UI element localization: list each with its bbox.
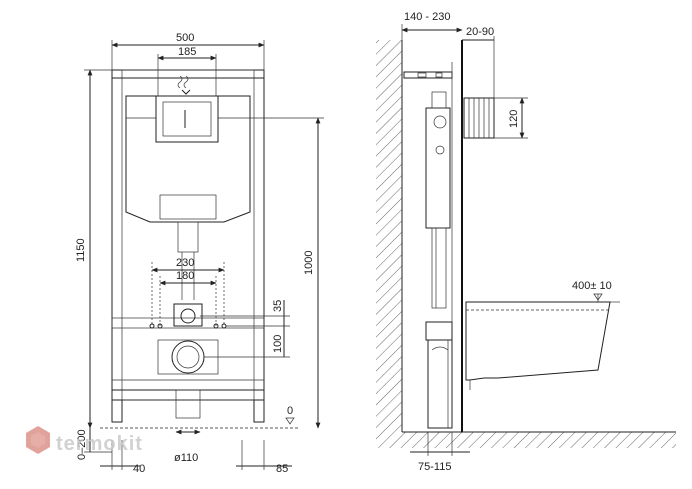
- dim-pipe-spacing-inner: 180: [176, 270, 194, 282]
- dim-drain-offset: 100: [272, 335, 284, 353]
- dim-base-depth: 75-115: [418, 461, 451, 473]
- side-view: 140 - 230 20-90 120 400± 10 75-115: [376, 11, 676, 473]
- dim-height-total: 1150: [75, 238, 87, 262]
- dim-leg-range: 0–200: [76, 429, 88, 460]
- dim-foot-width: 40: [133, 463, 145, 475]
- dim-pipe-spacing-outer: 230: [176, 257, 194, 269]
- dim-foot-depth: 85: [276, 463, 288, 475]
- dim-width-total: 500: [176, 32, 194, 44]
- watermark: termokit: [26, 426, 143, 455]
- dim-button-height: 120: [508, 110, 520, 128]
- brand-name: termokit: [56, 433, 143, 455]
- front-view: 500 185 1150 1000 230 180 35 100 0: [75, 32, 324, 475]
- dim-height-button: 1000: [303, 251, 315, 275]
- dim-floor-level: 0: [287, 405, 293, 417]
- dim-drain-diameter: ø110: [174, 452, 198, 464]
- dim-button-width: 185: [178, 46, 196, 58]
- dim-panel-depth: 20-90: [466, 26, 494, 38]
- dim-bolt-offset: 35: [272, 300, 284, 312]
- dim-bowl-height: 400± 10: [572, 280, 612, 292]
- dim-wall-distance: 140 - 230: [404, 11, 450, 23]
